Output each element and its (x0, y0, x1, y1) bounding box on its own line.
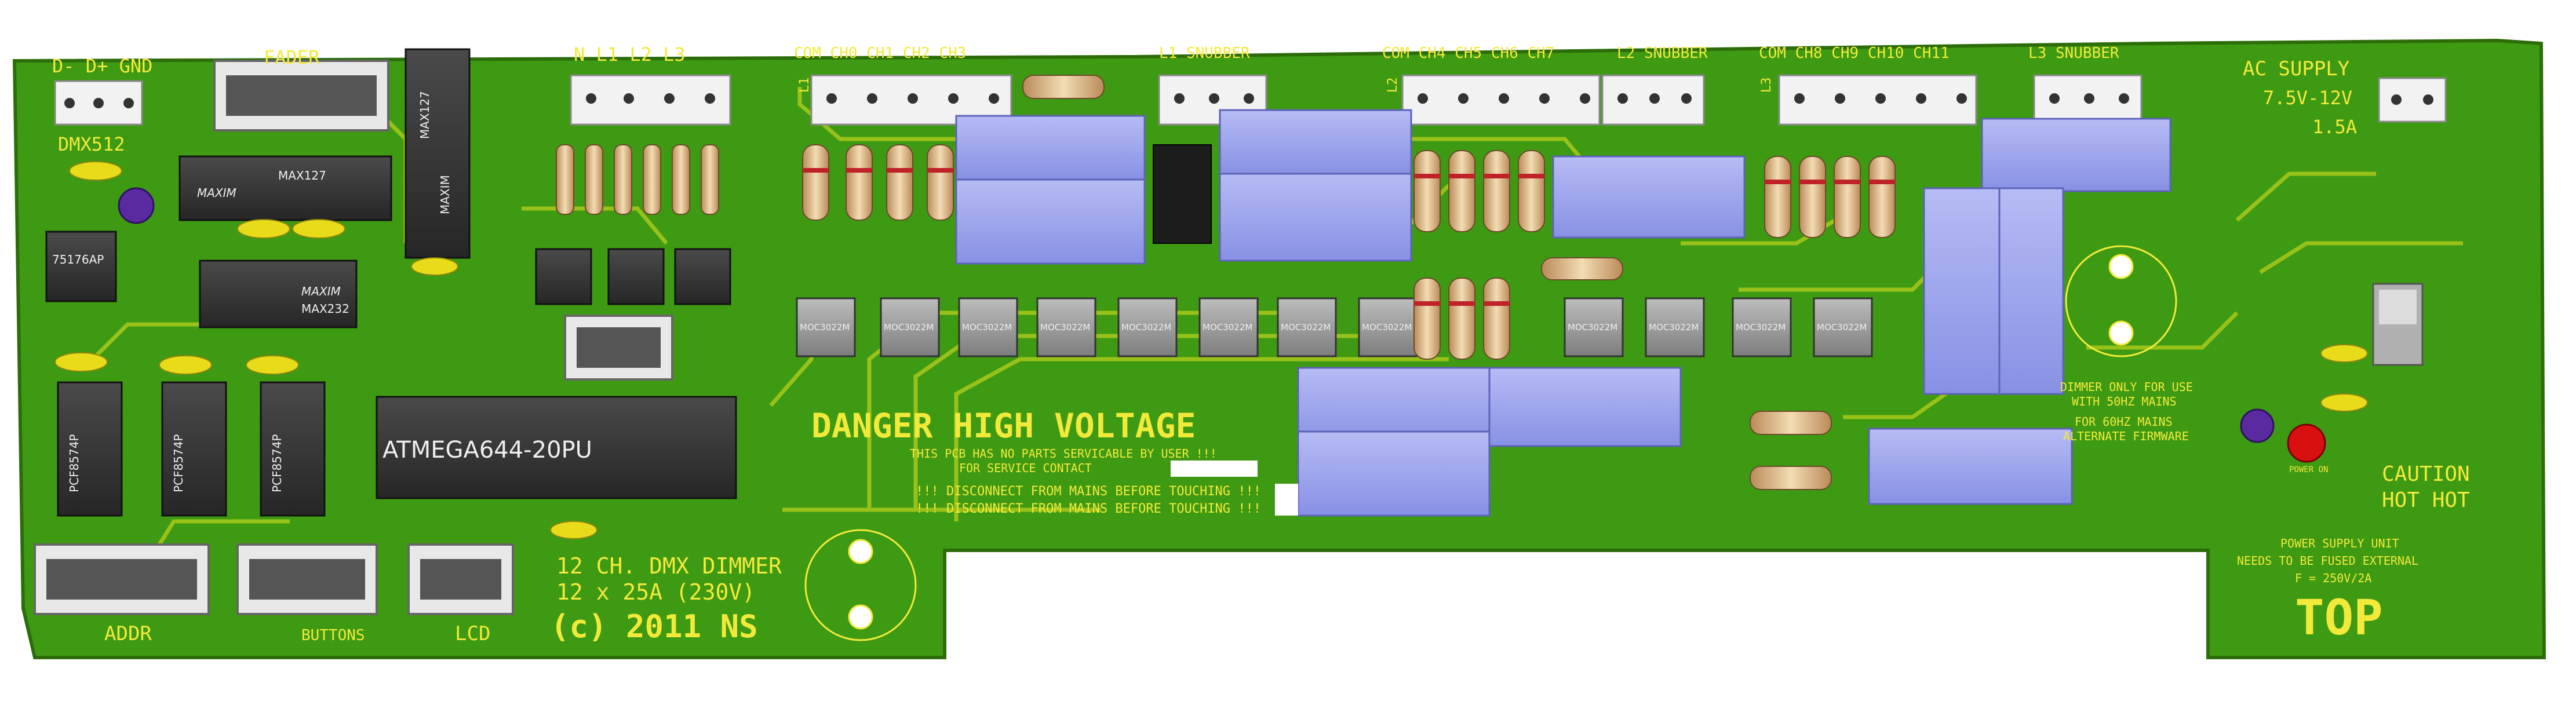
label-title1: 12 CH. DMX DIMMER (556, 553, 782, 579)
label-ac2: 7.5V-12V (2263, 87, 2352, 109)
power-led (2287, 423, 2326, 463)
resistor-bands (803, 168, 1895, 306)
label-top: TOP (2295, 589, 2383, 646)
label-dimmer4: ALTERNATE FIRMWARE (2063, 429, 2189, 443)
label-caution2: HOT HOT (2382, 488, 2470, 512)
label-group3: COM CH8 CH9 CH10 CH11 (1759, 45, 1950, 62)
voltage-regulator (2372, 283, 2424, 366)
relays (955, 109, 2171, 517)
opto-label: MOC3022M (1817, 322, 1867, 333)
label-service: FOR SERVICE CONTACT (959, 461, 1092, 475)
opto-couplers (796, 297, 1873, 357)
opto-label: MOC3022M (1281, 322, 1331, 333)
label-l2-tag: L2 (1386, 78, 1400, 93)
mounting-holes (804, 245, 2177, 641)
label-maxim-c: MAXIM (301, 284, 341, 298)
label-max127-a: MAX127 (278, 169, 326, 182)
label-danger: DANGER HIGH VOLTAGE (811, 406, 1196, 445)
label-psu3: F = 250V/2A (2295, 571, 2371, 585)
label-l3-snubber: L3 SNUBBER (2028, 45, 2119, 62)
label-mains: N L1 L2 L3 (574, 43, 686, 65)
snubber-components (1153, 144, 1212, 244)
label-title2: 12 x 25A (230V) (556, 579, 755, 605)
label-maxim-b: MAXIM (438, 175, 452, 214)
label-l2-snubber: L2 SNUBBER (1617, 45, 1708, 62)
opto-label: MOC3022M (1121, 322, 1171, 333)
opto-label: MOC3022M (1736, 322, 1786, 333)
label-addr: ADDR (104, 622, 152, 645)
opto-label: MOC3022M (1568, 322, 1617, 333)
label-l1-snubber: L1 SNUBBER (1159, 45, 1250, 62)
redacted-contact (1171, 461, 1258, 477)
ceramic-caps (54, 161, 2368, 539)
resistors (556, 75, 1896, 490)
label-dmx512: DMX512 (58, 133, 125, 155)
label-pcf-a: PCF8574P (67, 434, 81, 493)
label-group2: COM CH4 CH5 CH6 CH7 (1382, 45, 1554, 62)
label-max232: MAX232 (301, 302, 349, 316)
label-copyright: (c) 2011 NS (551, 608, 758, 645)
label-pcf-c: PCF8574P (270, 434, 284, 493)
label-dimmer2: WITH 50HZ MAINS (2072, 394, 2177, 408)
label-75176: 75176AP (52, 253, 104, 266)
opto-labels: MOC3022M MOC3022M MOC3022M MOC3022M MOC3… (800, 322, 1867, 333)
label-maxim-a: MAXIM (197, 186, 236, 200)
label-caution1: CAUTION (2382, 462, 2470, 486)
opto-label: MOC3022M (962, 322, 1012, 333)
label-l3-tag: L3 (1759, 78, 1774, 93)
label-fader: FADER (264, 46, 320, 68)
opto-label: MOC3022M (1203, 322, 1252, 333)
label-ac3: 1.5A (2312, 116, 2357, 138)
label-buttons: BUTTONS (301, 627, 365, 644)
opto-label: MOC3022M (1649, 322, 1699, 333)
opto-label: MOC3022M (800, 322, 850, 333)
opto-label: MOC3022M (1040, 322, 1090, 333)
label-disconnect1: !!! DISCONNECT FROM MAINS BEFORE TOUCHIN… (916, 484, 1261, 499)
label-lcd: LCD (455, 622, 490, 645)
terminal-pins (64, 93, 2433, 108)
label-l1-tag: L1 (797, 78, 812, 93)
label-ac1: AC SUPPLY (2243, 57, 2349, 81)
label-disconnect2: !!! DISCONNECT FROM MAINS BEFORE TOUCHIN… (916, 502, 1261, 516)
opto-label: MOC3022M (1362, 322, 1412, 333)
label-dmx-pins: D- D+ GND (52, 55, 152, 77)
label-no-parts: THIS PCB HAS NO PARTS SERVICABLE BY USER… (910, 447, 1217, 461)
opto-label: MOC3022M (884, 322, 934, 333)
label-dimmer1: DIMMER ONLY FOR USE (2060, 380, 2193, 394)
label-group1: COM CH0 CH1 CH2 CH3 (794, 45, 966, 62)
label-power-on: POWER ON (2289, 465, 2328, 474)
label-mcu: ATMEGA644-20PU (382, 437, 592, 463)
label-psu2: NEEDS TO BE FUSED EXTERNAL (2237, 554, 2418, 568)
redacted-area (1275, 484, 1298, 516)
idc-headers (34, 60, 673, 615)
dip-chips (45, 48, 737, 517)
label-dimmer3: FOR 60HZ MAINS (2075, 415, 2173, 429)
electrolytic-caps (118, 187, 2275, 443)
label-max127-b: MAX127 (418, 91, 432, 139)
label-psu1: POWER SUPPLY UNIT (2280, 536, 2399, 550)
label-pcf-b: PCF8574P (172, 434, 185, 493)
